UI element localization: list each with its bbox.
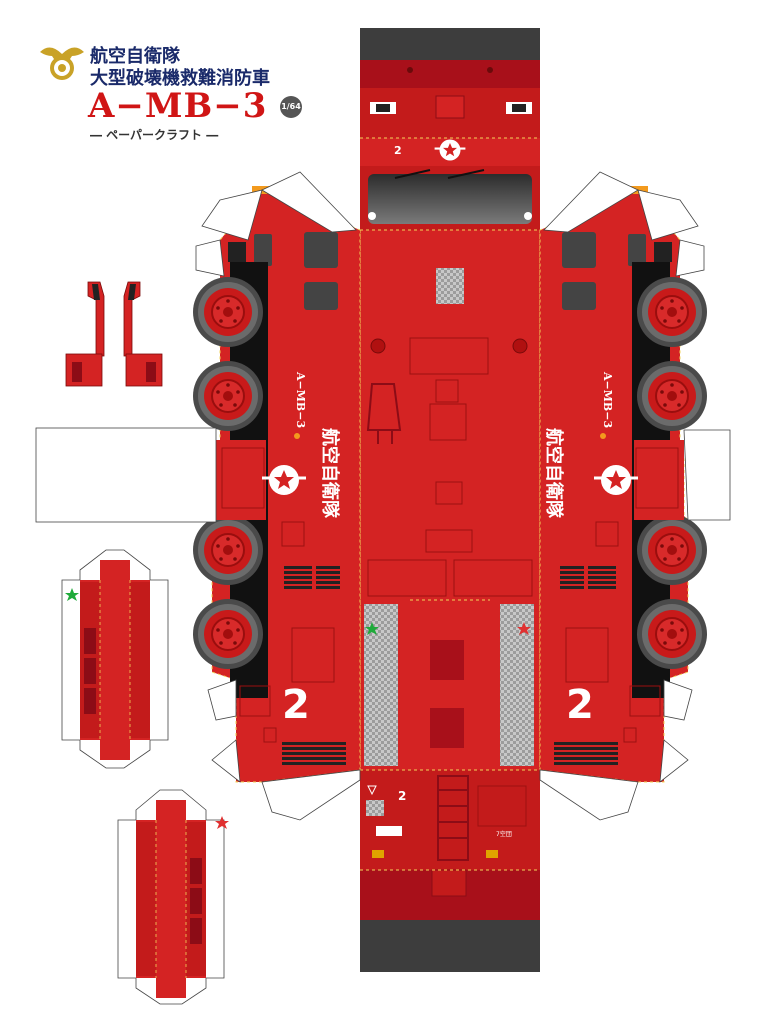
windshield [368,174,532,224]
left-side-panel: A−MB−3 航空自衛隊 2 [35,171,361,821]
green-star-icon [65,588,79,601]
wheel-left-2 [192,360,264,432]
left-glue-tab [35,427,217,523]
turret-box-part-1 [61,549,169,769]
side-model-right: A−MB−3 [601,371,614,428]
side-number-right: 2 [566,682,594,728]
side-org-left: 航空自衛隊 [319,428,341,519]
wheel-left-3 [192,514,264,586]
wheel-right-4 [636,598,708,670]
right-glue-tab [683,429,731,521]
wheel-right-1 [636,276,708,348]
rear-plate: 7空団 [496,830,512,838]
scale-badge: 1/64 [280,96,302,118]
mirror-parts [65,281,163,387]
center-roof-panel: 2 2 [359,28,541,972]
turret-box-part-2 [117,789,229,1005]
org-title: 航空自衛隊 [90,46,180,67]
side-number-left: 2 [282,682,310,728]
side-model-left: A−MB−3 [294,371,307,428]
right-roof-walkway [500,604,534,766]
model-title: A−MB−3 [88,86,268,126]
front-number: 2 [394,144,402,157]
vehicle-type-title: 大型破壊機救難消防車 [90,68,270,89]
rear-number: 2 [398,789,406,803]
wheel-right-3 [636,514,708,586]
side-org-right: 航空自衛隊 [543,428,565,519]
wheel-left-1 [192,276,264,348]
papercraft-subtitle: ― ペーパークラフト ― [90,128,219,142]
wheel-right-2 [636,360,708,432]
rear-ladder [437,775,469,861]
title-block: 航空自衛隊 大型破壊機救難消防車 A−MB−3 1/64 ― ペーパークラフト … [38,38,302,148]
jasdf-emblem-icon [40,47,84,80]
red-star-icon [517,622,531,635]
right-side-panel [539,171,731,821]
roof-hatch [436,268,464,304]
wheel-left-4 [192,598,264,670]
red-star-icon [215,816,229,829]
green-star-icon [365,622,379,635]
